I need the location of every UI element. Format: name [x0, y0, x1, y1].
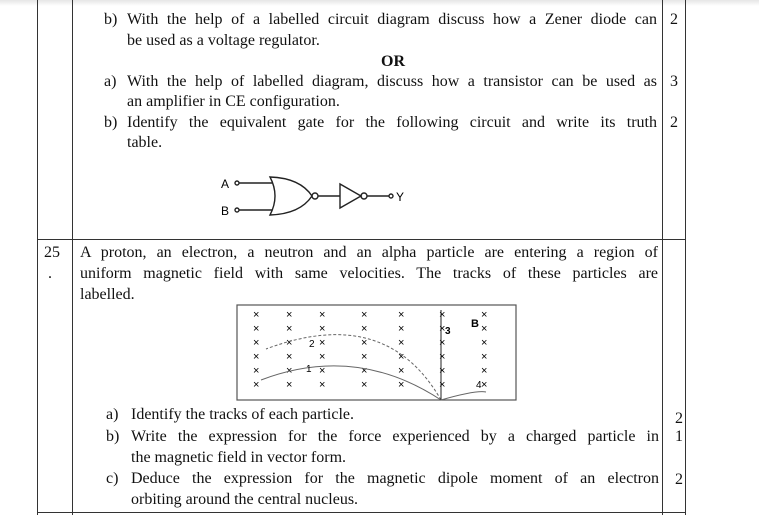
field-cross-icon: ×: [439, 323, 445, 335]
question-text: be used as a voltage regulator.: [127, 32, 320, 49]
input-b-label: B: [221, 204, 229, 218]
field-cross-icon: ×: [481, 365, 487, 377]
field-cross-icon: ×: [439, 351, 445, 363]
track-2: [265, 334, 442, 401]
field-crosses: × × × × × × × × × × × × × × × × × × × × × × × × × × × × × × × × × × × × × × × ×…: [253, 309, 487, 391]
input-a-label: A: [221, 177, 229, 191]
question-text: Write the expression for the force exper…: [131, 428, 659, 445]
not-gate: [339, 182, 394, 210]
nor-gate: [234, 176, 340, 216]
question-stem: uniform magnetic field with same velocit…: [80, 265, 658, 282]
question-text: With the help of labelled diagram, discu…: [127, 73, 657, 90]
field-cross-icon: ×: [439, 309, 445, 321]
field-cross-icon: ×: [253, 323, 259, 335]
question-text: Identify the equivalent gate for the fol…: [127, 114, 657, 131]
table-border-left: [37, 0, 38, 515]
track-4: [440, 391, 487, 401]
field-cross-icon: ×: [481, 351, 487, 363]
field-cross-icon: ×: [439, 365, 445, 377]
marks: 2: [670, 114, 678, 131]
table-row-divider: [37, 239, 686, 240]
part-label: c): [106, 470, 119, 487]
field-cross-icon: ×: [481, 379, 487, 391]
field-cross-icon: ×: [481, 323, 487, 335]
field-cross-icon: ×: [361, 379, 367, 391]
field-cross-icon: ×: [398, 351, 404, 363]
marks: 3: [670, 73, 678, 90]
track-label-3: 3: [445, 326, 451, 337]
page-top-shadow: [0, 0, 759, 6]
part-label: b): [104, 11, 118, 28]
field-cross-icon: ×: [253, 365, 259, 377]
field-cross-icon: ×: [361, 337, 367, 349]
field-cross-icon: ×: [319, 379, 325, 391]
question-text: an amplifier in CE configuration.: [127, 93, 340, 110]
field-cross-icon: ×: [361, 323, 367, 335]
table-border-right: [685, 0, 686, 515]
field-cross-icon: ×: [361, 365, 367, 377]
part-label: a): [104, 73, 117, 90]
field-cross-icon: ×: [398, 337, 404, 349]
marks: 2: [675, 410, 683, 427]
part-label: b): [104, 114, 118, 131]
field-cross-icon: ×: [439, 337, 445, 349]
output-y-label: Y: [396, 190, 404, 204]
field-cross-icon: ×: [319, 365, 325, 377]
marks: 2: [670, 11, 678, 28]
field-cross-icon: ×: [286, 337, 292, 349]
field-label-b: B: [471, 318, 479, 330]
question-text: orbiting around the central nucleus.: [131, 491, 359, 508]
track-label-2: 2: [309, 339, 315, 350]
question-text: Deduce the expression for the magnetic d…: [131, 470, 659, 487]
field-cross-icon: ×: [253, 351, 259, 363]
field-cross-icon: ×: [481, 309, 487, 321]
field-cross-icon: ×: [398, 309, 404, 321]
question-text: table.: [127, 134, 163, 151]
figure-frame: [236, 304, 517, 401]
marks: 1: [675, 428, 683, 445]
field-cross-icon: ×: [319, 351, 325, 363]
table-border-marks-col: [662, 0, 663, 515]
part-label: a): [106, 406, 119, 423]
marks: 2: [675, 471, 683, 488]
magnetic-field-figure: × × × × × × × × × × × × × × × × × × × × × × × × × × × × × × × × × × × × × × × ×…: [236, 304, 517, 401]
question-text: With the help of a labelled circuit diag…: [127, 11, 657, 28]
field-cross-icon: ×: [398, 365, 404, 377]
logic-circuit-diagram: A B Y: [221, 176, 404, 218]
field-cross-icon: ×: [253, 379, 259, 391]
field-cross-icon: ×: [398, 323, 404, 335]
field-cross-icon: ×: [439, 379, 445, 391]
field-cross-icon: ×: [286, 323, 292, 335]
field-cross-icon: ×: [319, 309, 325, 321]
field-cross-icon: ×: [319, 337, 325, 349]
field-cross-icon: ×: [319, 323, 325, 335]
field-cross-icon: ×: [253, 309, 259, 321]
field-cross-icon: ×: [286, 379, 292, 391]
question-text: Identify the tracks of each particle.: [131, 406, 354, 423]
field-cross-icon: ×: [481, 337, 487, 349]
field-cross-icon: ×: [286, 309, 292, 321]
track-label-1: 1: [306, 364, 312, 375]
question-number-dot: .: [48, 265, 52, 282]
field-cross-icon: ×: [361, 309, 367, 321]
question-text: the magnetic field in vector form.: [131, 449, 347, 466]
field-cross-icon: ×: [361, 351, 367, 363]
part-label: b): [106, 428, 120, 445]
field-cross-icon: ×: [253, 337, 259, 349]
or-label: OR: [381, 53, 405, 70]
table-border-number-col: [72, 0, 73, 515]
field-cross-icon: ×: [398, 379, 404, 391]
track-label-4: 4: [476, 380, 482, 391]
track-1: [260, 365, 442, 401]
question-number: 25: [44, 244, 60, 261]
question-stem: A proton, an electron, a neutron and an …: [80, 244, 658, 261]
field-cross-icon: ×: [286, 351, 292, 363]
question-stem: labelled.: [80, 286, 135, 303]
table-bottom: [37, 512, 686, 513]
